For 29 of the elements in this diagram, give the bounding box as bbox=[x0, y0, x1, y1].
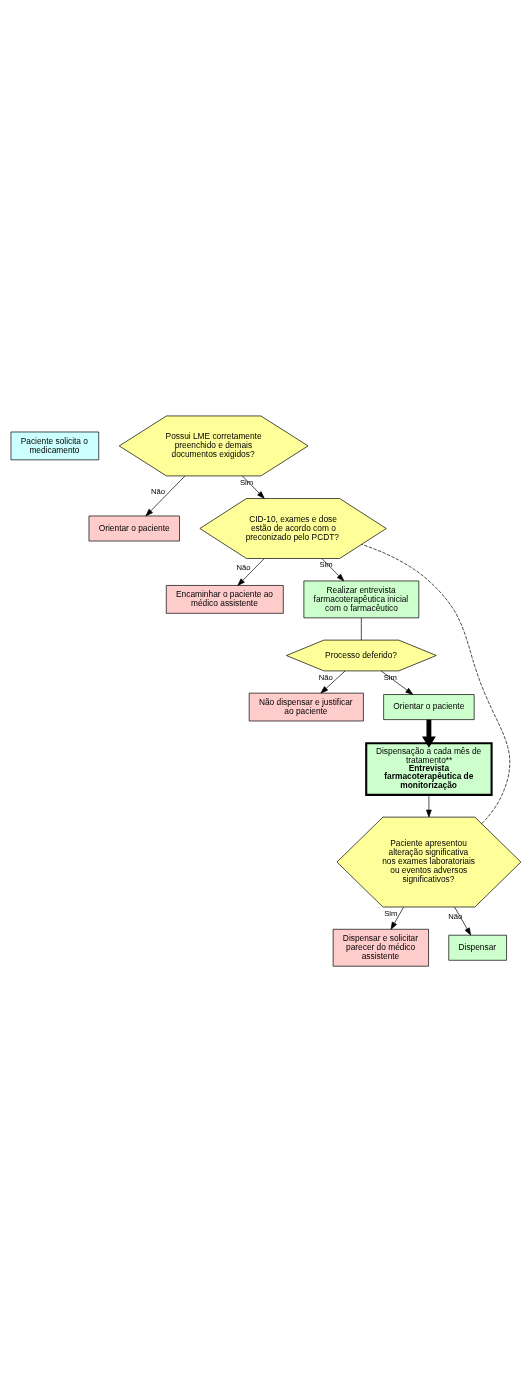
arrow bbox=[237, 557, 265, 586]
arrow bbox=[390, 906, 404, 930]
node-box: Dispensar e solicitar parecer do médico assistente bbox=[332, 928, 429, 967]
edge-label: Não bbox=[151, 486, 166, 496]
arrow bbox=[454, 906, 472, 935]
arrow bbox=[320, 670, 346, 693]
edge-label: Sim bbox=[383, 672, 397, 682]
node-box: Dispensação a cada mês de tratamento** Entrevista farmacoterapêutica de monitorização bbox=[365, 741, 493, 796]
node-box: Orientar o paciente bbox=[88, 515, 180, 541]
arrow bbox=[242, 475, 265, 499]
edge-label: Sim bbox=[384, 908, 398, 918]
connector bbox=[361, 543, 511, 824]
edge-label: Sim bbox=[319, 559, 333, 569]
node-box: Não dispensar e justificar ao paciente bbox=[248, 692, 364, 721]
node-box: Realizar entrevista farmacoterapêutica inicial com o farmacêutico bbox=[303, 580, 420, 618]
arrow bbox=[422, 719, 436, 748]
node-box: Paciente solicita o medicamento bbox=[10, 431, 100, 460]
arrow bbox=[380, 670, 414, 695]
edge-label: Não bbox=[318, 672, 333, 682]
arrow bbox=[145, 475, 186, 516]
connector bbox=[361, 617, 362, 640]
arrow bbox=[426, 794, 432, 817]
node-box: Encaminhar o paciente ao médico assistente bbox=[165, 584, 284, 614]
arrow bbox=[321, 557, 345, 581]
edge-label: Não bbox=[448, 911, 463, 921]
edge-label: Sim bbox=[239, 477, 254, 487]
node-box: Orientar o paciente bbox=[383, 693, 475, 720]
edge-label: Não bbox=[236, 562, 251, 572]
node-box: Dispensar bbox=[448, 934, 507, 961]
